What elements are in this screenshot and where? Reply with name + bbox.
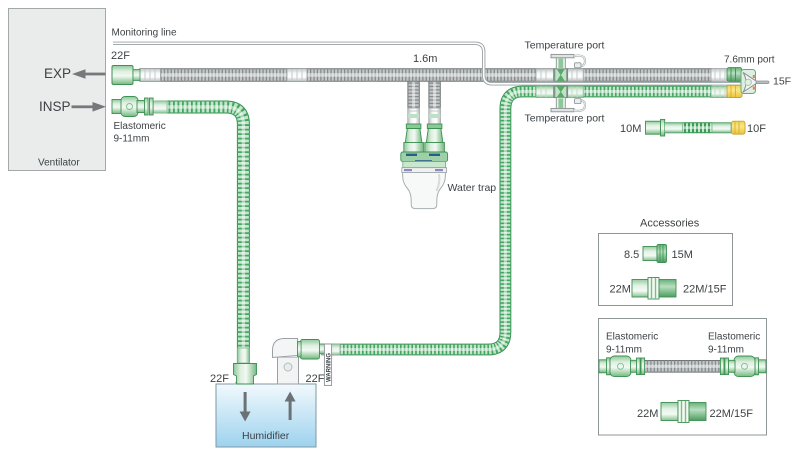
svg-text:22F: 22F [306,373,325,385]
svg-text:15F: 15F [773,76,791,88]
svg-text:1.6m: 1.6m [413,53,437,65]
svg-text:9-11mm: 9-11mm [606,345,642,356]
svg-text:Elastomeric: Elastomeric [606,332,658,343]
svg-text:Elastomeric: Elastomeric [708,332,760,343]
svg-text:15M: 15M [672,249,693,261]
svg-text:Ventilator: Ventilator [38,157,80,168]
svg-text:22M/15F: 22M/15F [710,408,754,420]
svg-text:9-11mm: 9-11mm [708,345,744,356]
svg-text:WARNING: WARNING [326,353,332,382]
svg-text:22M/15F: 22M/15F [683,284,727,296]
svg-text:Water trap: Water trap [448,182,497,194]
svg-text:9-11mm: 9-11mm [114,134,150,145]
svg-text:EXP: EXP [44,66,71,81]
svg-text:22M: 22M [610,284,631,296]
svg-text:22F: 22F [111,50,130,62]
svg-text:Accessories: Accessories [640,218,700,230]
svg-text:INSP: INSP [39,99,71,114]
svg-text:Monitoring line: Monitoring line [112,28,177,39]
svg-text:7.6mm port: 7.6mm port [724,55,775,66]
svg-text:Temperature port: Temperature port [525,113,605,125]
svg-text:10F: 10F [747,123,766,135]
svg-text:Temperature port: Temperature port [525,40,605,52]
svg-text:22M: 22M [637,408,658,420]
svg-text:Humidifier: Humidifier [242,430,290,442]
svg-text:22F: 22F [210,373,229,385]
svg-text:8.5: 8.5 [624,249,639,261]
svg-text:10M: 10M [620,123,641,135]
svg-text:Elastomeric: Elastomeric [114,121,166,132]
